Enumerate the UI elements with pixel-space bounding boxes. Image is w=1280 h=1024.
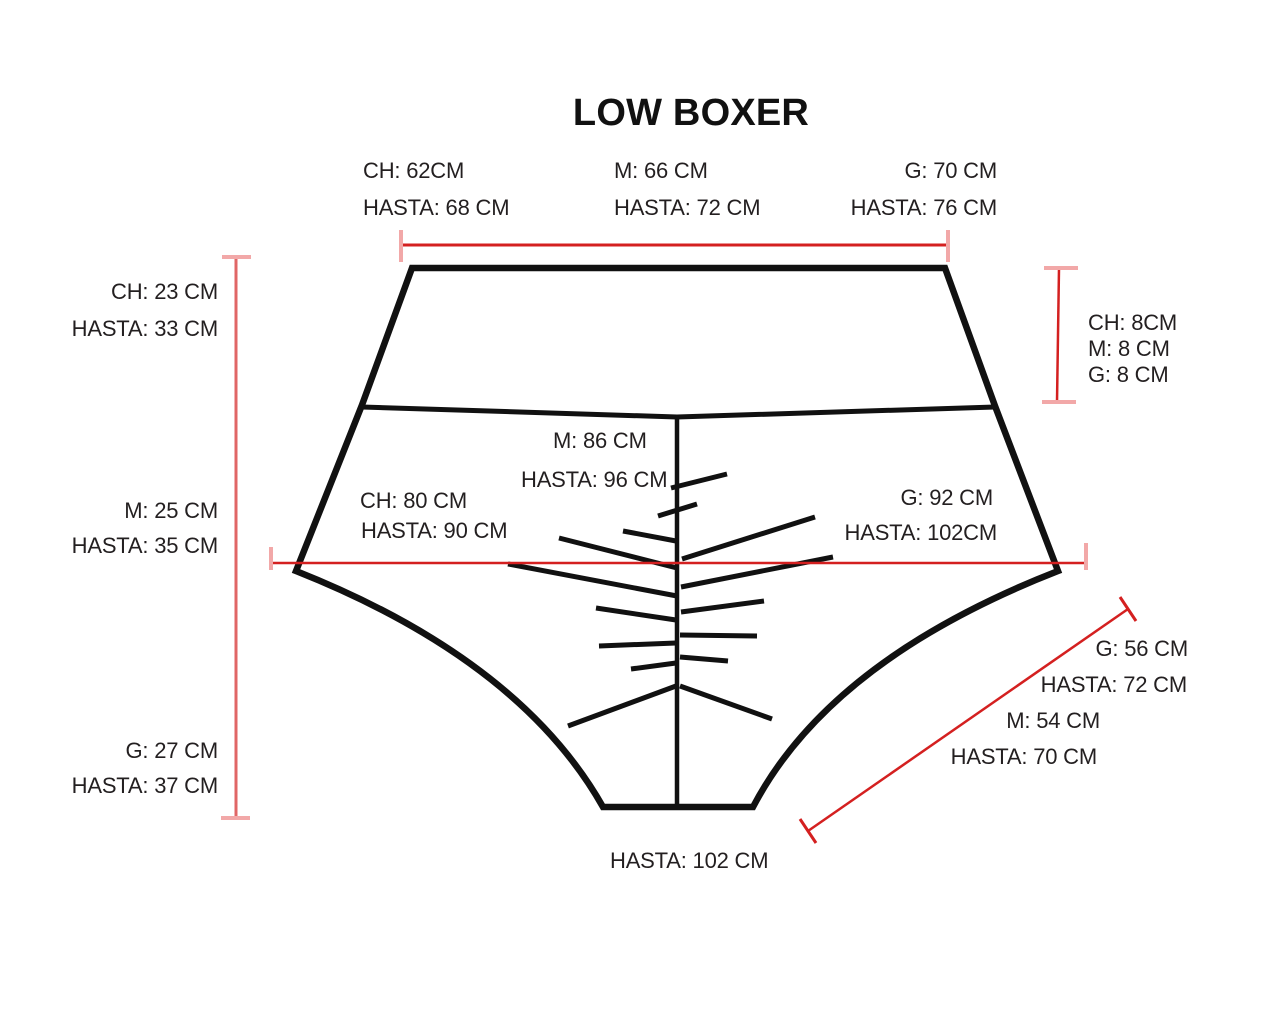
hip-width-dimension-line: [269, 543, 1088, 570]
waistband-height-dimension-line: [1042, 266, 1078, 404]
dimension-lines: [221, 230, 1138, 844]
left-rise-dimension-line: [221, 255, 251, 820]
bottom-leg-hasta-label: HASTA: 102 CM: [610, 848, 769, 873]
leg-opening-dimension-line: [798, 596, 1138, 844]
hip-ch-size-label: CH: 80 CM: [360, 488, 467, 513]
left-rise-ch-size-label: CH: 23 CM: [111, 279, 218, 304]
hip-ch-hasta-label: HASTA: 90 CM: [361, 518, 508, 543]
hip-m-size-label: M: 86 CM: [553, 428, 647, 453]
leg-opening-m-hasta-label: HASTA: 70 CM: [950, 744, 1098, 769]
leg-opening-g-size-label: G: 56 CM: [1095, 636, 1188, 661]
hip-g-size-label: G: 92 CM: [900, 485, 993, 510]
top-waist-ch-hasta-label: HASTA: 68 CM: [363, 195, 510, 220]
left-rise-m-hasta-label: HASTA: 35 CM: [71, 533, 219, 558]
garment-outline: [291, 264, 1063, 811]
ruching-lines: [507, 471, 834, 729]
waistband-m-label: M: 8 CM: [1088, 336, 1170, 361]
leg-opening-g-hasta-label: HASTA: 72 CM: [1040, 672, 1188, 697]
top-waist-g-size-label: G: 70 CM: [904, 158, 997, 183]
garment-outline-group: [291, 264, 1063, 811]
page-title: LOW BOXER: [572, 92, 810, 134]
top-waist-g-hasta-label: HASTA: 76 CM: [850, 195, 998, 220]
hip-g-hasta-label: HASTA: 102CM: [844, 520, 998, 545]
left-rise-g-size-label: G: 27 CM: [125, 738, 218, 763]
waistband-g-label: G: 8 CM: [1088, 362, 1169, 387]
top-waist-ch-size-label: CH: 62CM: [363, 158, 465, 183]
top-width-dimension-line: [399, 230, 950, 262]
leg-opening-m-size-label: M: 54 CM: [1006, 708, 1100, 733]
hip-m-hasta-label: HASTA: 96 CM: [521, 467, 668, 492]
left-rise-ch-hasta-label: HASTA: 33 CM: [71, 316, 219, 341]
waistband-ch-label: CH: 8CM: [1088, 310, 1178, 335]
left-rise-g-hasta-label: HASTA: 37 CM: [71, 773, 219, 798]
top-waist-m-size-label: M: 66 CM: [614, 158, 708, 183]
left-rise-m-size-label: M: 25 CM: [124, 498, 218, 523]
top-waist-m-hasta-label: HASTA: 72 CM: [614, 195, 761, 220]
waist-seam-line: [361, 404, 996, 420]
